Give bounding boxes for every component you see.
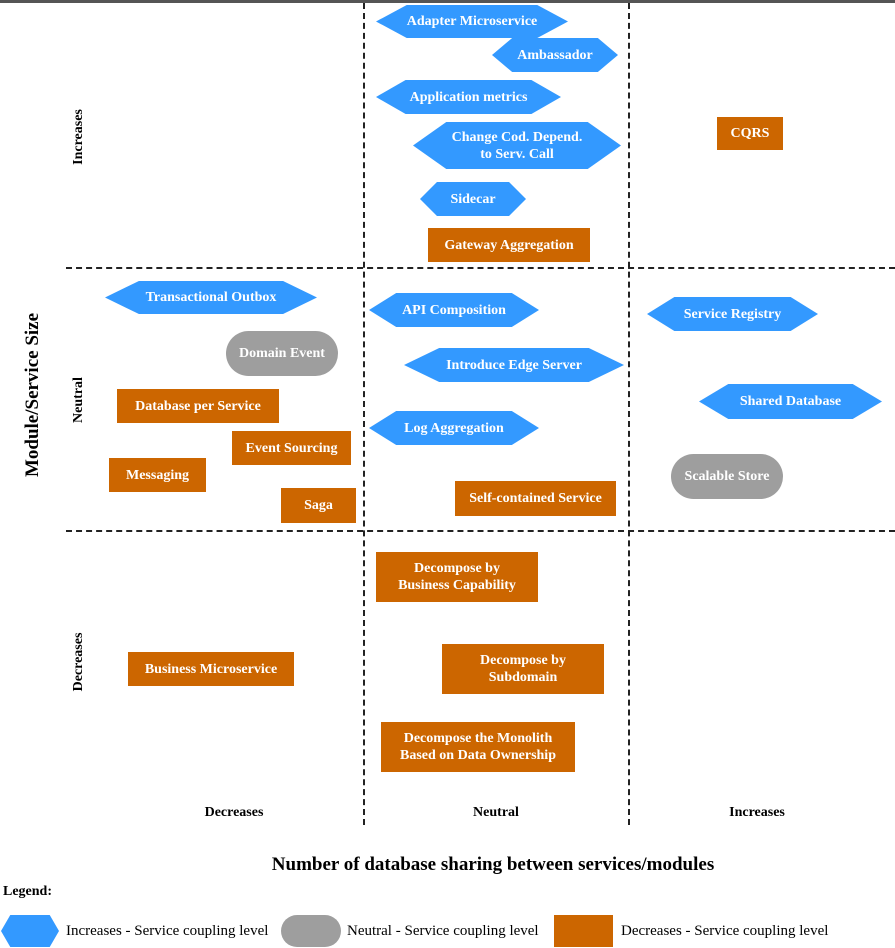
- node-adapter-microservice: Adapter Microservice: [376, 5, 568, 38]
- node-transactional-outbox: Transactional Outbox: [105, 281, 317, 314]
- legend-decreases-label: Decreases - Service coupling level: [621, 923, 829, 939]
- node-change-cod-depend: Change Cod. Depend. to Serv. Call: [413, 122, 621, 169]
- grid-line-horizontal-bottom: [66, 530, 895, 532]
- node-shared-database: Shared Database: [699, 384, 882, 419]
- grid-line-horizontal-top: [66, 267, 895, 269]
- grid-line-vertical-left: [363, 3, 365, 825]
- node-decompose-business-capability: Decompose by Business Capability: [376, 552, 538, 602]
- legend-title: Legend:: [3, 884, 52, 899]
- node-database-per-service: Database per Service: [117, 389, 279, 423]
- node-self-contained-service: Self-contained Service: [455, 481, 616, 516]
- row-label-decreases: Decreases: [71, 632, 86, 692]
- node-introduce-edge-server: Introduce Edge Server: [404, 348, 624, 382]
- node-messaging: Messaging: [109, 458, 206, 492]
- node-api-composition: API Composition: [369, 293, 539, 327]
- node-event-sourcing: Event Sourcing: [232, 431, 351, 465]
- node-sidecar: Sidecar: [420, 182, 526, 216]
- node-log-aggregation: Log Aggregation: [369, 411, 539, 445]
- grid-line-vertical-right: [628, 3, 630, 825]
- node-application-metrics: Application metrics: [376, 80, 561, 114]
- col-label-neutral: Neutral: [473, 805, 519, 820]
- legend-decreases-symbol: [554, 915, 613, 947]
- node-domain-event: Domain Event: [226, 331, 338, 376]
- node-service-registry: Service Registry: [647, 297, 818, 331]
- legend-neutral-symbol: [281, 915, 341, 947]
- row-label-neutral: Neutral: [71, 377, 86, 423]
- legend-increases-label: Increases - Service coupling level: [66, 923, 269, 939]
- legend-neutral-label: Neutral - Service coupling level: [347, 923, 539, 939]
- node-saga: Saga: [281, 488, 356, 523]
- node-decompose-monolith: Decompose the Monolith Based on Data Own…: [381, 722, 575, 772]
- col-label-increases: Increases: [729, 805, 785, 820]
- top-border: [0, 0, 895, 3]
- x-axis-title: Number of database sharing between servi…: [271, 854, 715, 875]
- row-label-increases: Increases: [71, 109, 86, 165]
- legend-increases-symbol: [1, 915, 59, 947]
- node-cqrs: CQRS: [717, 117, 783, 150]
- node-gateway-aggregation: Gateway Aggregation: [428, 228, 590, 262]
- y-axis-title: Module/Service Size: [22, 312, 43, 478]
- node-business-microservice: Business Microservice: [128, 652, 294, 686]
- node-ambassador: Ambassador: [492, 38, 618, 72]
- col-label-decreases: Decreases: [204, 805, 264, 820]
- node-decompose-subdomain: Decompose by Subdomain: [442, 644, 604, 694]
- node-scalable-store: Scalable Store: [671, 454, 783, 499]
